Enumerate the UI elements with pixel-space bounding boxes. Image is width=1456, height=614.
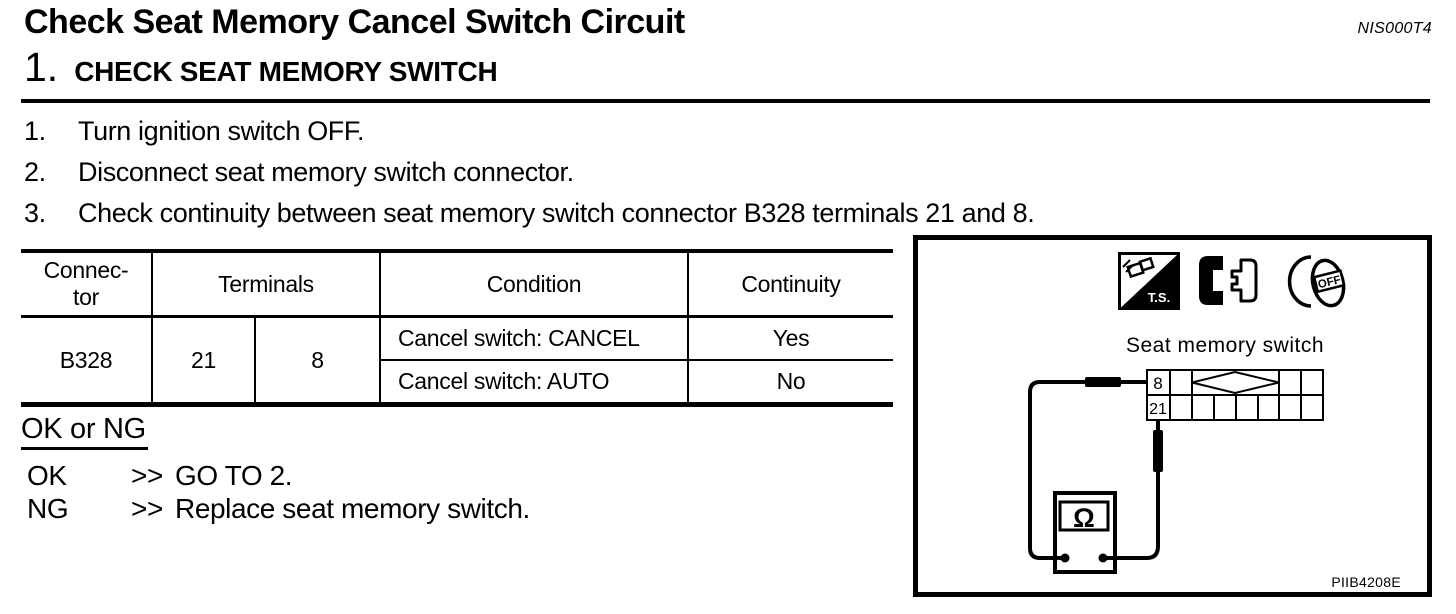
figure-code: PIIB4208E [1331, 574, 1401, 590]
step-item: 3. Check continuity between seat memory … [24, 198, 1174, 229]
meter-terminal-right [1098, 553, 1108, 563]
keyway-diamond [1191, 370, 1280, 395]
result-prompt-icon: >> [131, 460, 163, 491]
table-row: Cancel switch: AUTO No [21, 360, 893, 405]
result-label: OK [27, 460, 67, 491]
table-header-row: Connec- tor Terminals Condition Continui… [21, 251, 893, 318]
cell-terminal-8: 8 [254, 316, 381, 405]
ohm-symbol: Ω [1073, 503, 1095, 533]
step-text: Disconnect seat memory switch connector. [78, 157, 574, 187]
ignition-off-icon: OFF [1287, 255, 1346, 308]
section-number: 1. [24, 44, 59, 90]
cell-condition-cancel: Cancel switch: CANCEL [379, 316, 689, 361]
step-number: 1. [24, 116, 46, 146]
cell-continuity-no: No [687, 360, 893, 405]
step-item: 2. Disconnect seat memory switch connect… [24, 157, 1174, 188]
result-prompt-icon: >> [131, 493, 163, 524]
result-label: NG [27, 493, 69, 524]
disconnect-connector-icon [1199, 256, 1258, 305]
probe-right [1153, 430, 1163, 472]
result-item-ng: NG >> Replace seat memory switch. [21, 492, 530, 525]
result-action: GO TO 2. [175, 460, 293, 491]
header-continuity: Continuity [687, 251, 893, 318]
result-items: OK >> GO TO 2. NG >> Replace seat memory… [21, 459, 530, 525]
continuity-table: Connec- tor Terminals Condition Continui… [21, 249, 893, 407]
result-item-ok: OK >> GO TO 2. [21, 459, 530, 492]
cell-continuity-yes: Yes [687, 316, 893, 361]
diagram-art: T.S. OFF Seat memory switch Ω [1028, 252, 1401, 590]
header-condition: Condition [379, 251, 689, 318]
cell-condition-auto: Cancel switch: AUTO [379, 360, 689, 405]
result-heading: OK or NG [21, 413, 148, 450]
test-lead-left [1028, 380, 1147, 560]
diagram-panel: T.S. OFF Seat memory switch Ω [913, 235, 1432, 597]
female-connector-shape [1230, 258, 1258, 303]
step-text: Check continuity between seat memory swi… [78, 198, 1035, 228]
page-title: Check Seat Memory Cancel Switch Circuit [24, 3, 685, 41]
cell-terminal-21: 21 [151, 316, 256, 405]
pin-21-label: 21 [1149, 401, 1167, 418]
test-lead-right [1103, 420, 1160, 560]
table-row: B328 21 8 Cancel switch: CANCEL Yes [21, 316, 893, 405]
seat-memory-switch-label: Seat memory switch [1126, 334, 1324, 357]
doc-code: NIS000T4 [1357, 20, 1432, 37]
header-connector: Connec- tor [21, 251, 153, 318]
step-number: 3. [24, 198, 46, 228]
key-off-label: OFF [1317, 274, 1342, 291]
pin-8-label: 8 [1153, 374, 1162, 393]
ts-tester-icon: T.S. [1118, 252, 1180, 310]
section-title: CHECK SEAT MEMORY SWITCH [74, 56, 498, 87]
male-connector-shape [1199, 256, 1223, 305]
heading-rule [21, 99, 1430, 103]
connector-pin-grid [1146, 369, 1324, 421]
step-item: 1. Turn ignition switch OFF. [24, 116, 1174, 147]
result-action: Replace seat memory switch. [175, 493, 530, 524]
meter-terminal-left [1060, 553, 1070, 563]
header-terminals: Terminals [151, 251, 381, 318]
step-number: 2. [24, 157, 46, 187]
result-block: OK or NG OK >> GO TO 2. NG >> Replace se… [21, 413, 530, 525]
probe-left [1085, 377, 1121, 387]
ts-icon-label: T.S. [1148, 290, 1170, 305]
procedure-steps: 1. Turn ignition switch OFF. 2. Disconne… [24, 116, 1174, 239]
step-text: Turn ignition switch OFF. [78, 116, 365, 146]
cell-connector: B328 [21, 316, 153, 405]
section-heading-row: 1. CHECK SEAT MEMORY SWITCH [24, 44, 498, 91]
